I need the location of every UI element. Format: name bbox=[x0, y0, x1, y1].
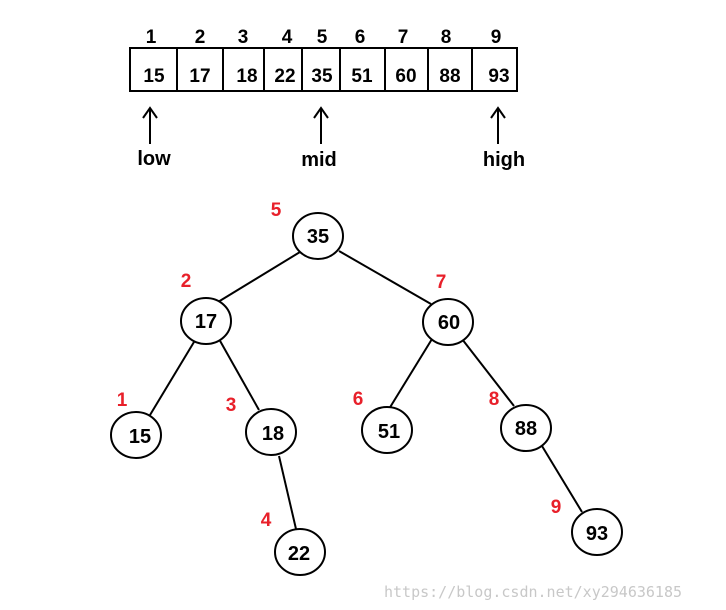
array-index: 5 bbox=[317, 27, 328, 48]
array-index: 9 bbox=[491, 27, 502, 48]
tree-node-values: 35 17 60 15 18 51 88 22 93 bbox=[129, 226, 608, 565]
tree-node-value: 18 bbox=[262, 423, 284, 445]
array-index: 3 bbox=[238, 27, 249, 48]
tree-node-circle bbox=[500, 404, 552, 452]
tree-node-circle bbox=[110, 411, 162, 459]
array-cell-value: 60 bbox=[395, 66, 416, 87]
tree-node-circle bbox=[292, 212, 344, 260]
tree-node-value: 22 bbox=[288, 543, 310, 565]
array-index: 8 bbox=[441, 27, 452, 48]
mid-label: mid bbox=[301, 149, 337, 171]
tree-edge bbox=[541, 445, 583, 513]
tree-edge bbox=[338, 250, 432, 305]
tree-edges bbox=[149, 250, 583, 530]
tree-nodes bbox=[110, 212, 623, 576]
array-index: 4 bbox=[282, 27, 293, 48]
tree-node-circle bbox=[571, 508, 623, 556]
tree-order-labels: 5 2 7 1 3 6 8 4 9 bbox=[117, 200, 562, 531]
tree-node-order: 9 bbox=[551, 497, 562, 518]
tree-node-value: 35 bbox=[307, 226, 329, 248]
tree-node-order: 2 bbox=[181, 271, 192, 292]
tree-node-order: 3 bbox=[226, 395, 237, 416]
tree-node-value: 15 bbox=[129, 426, 151, 448]
tree-node-order: 6 bbox=[353, 389, 364, 410]
array-index: 2 bbox=[195, 27, 206, 48]
array-cell-value: 22 bbox=[274, 66, 295, 87]
tree-node-value: 17 bbox=[195, 311, 217, 333]
array-index: 6 bbox=[355, 27, 366, 48]
low-label: low bbox=[137, 148, 171, 170]
tree-edge bbox=[218, 338, 260, 411]
tree-node-circle bbox=[180, 297, 232, 345]
array-indices: 1 2 3 4 5 6 7 8 9 bbox=[146, 27, 502, 48]
tree-node-value: 51 bbox=[378, 421, 400, 443]
tree-node-value: 93 bbox=[586, 523, 608, 545]
high-label: high bbox=[483, 149, 525, 171]
array-cell-value: 51 bbox=[351, 66, 373, 87]
tree-node-order: 8 bbox=[489, 389, 500, 410]
tree-node-value: 88 bbox=[515, 418, 537, 440]
tree-node-value: 60 bbox=[438, 312, 460, 334]
array-outline bbox=[129, 47, 518, 92]
tree-edge bbox=[461, 338, 515, 407]
watermark: https://blog.csdn.net/xy294636185 bbox=[384, 583, 682, 601]
tree-node-circle bbox=[422, 298, 474, 346]
array-index: 1 bbox=[146, 27, 157, 48]
mid-arrow-icon bbox=[313, 106, 329, 144]
tree-node-order: 4 bbox=[261, 510, 272, 531]
pointer-arrows bbox=[142, 106, 506, 144]
tree-edge bbox=[278, 455, 297, 530]
tree-node-circle bbox=[274, 528, 326, 576]
tree-edge bbox=[388, 338, 433, 410]
array-cell-value: 93 bbox=[488, 66, 509, 87]
tree-node-order: 5 bbox=[271, 200, 282, 221]
array-cell-value: 17 bbox=[189, 66, 210, 87]
tree-edge bbox=[149, 341, 195, 416]
array-cell-value: 18 bbox=[236, 66, 257, 87]
array-cell-value: 35 bbox=[311, 66, 333, 87]
tree-node-circle bbox=[245, 408, 297, 456]
array-cell-value: 88 bbox=[439, 66, 460, 87]
tree-edge bbox=[217, 251, 301, 303]
low-arrow-icon bbox=[142, 106, 158, 144]
array-box: 15 17 18 22 35 51 60 88 93 bbox=[129, 47, 518, 92]
tree-node-circle bbox=[361, 406, 413, 454]
tree-node-order: 1 bbox=[117, 390, 128, 411]
array-cell-value: 15 bbox=[143, 66, 165, 87]
tree-node-order: 7 bbox=[436, 272, 447, 293]
array-index: 7 bbox=[398, 27, 409, 48]
high-arrow-icon bbox=[490, 106, 506, 144]
